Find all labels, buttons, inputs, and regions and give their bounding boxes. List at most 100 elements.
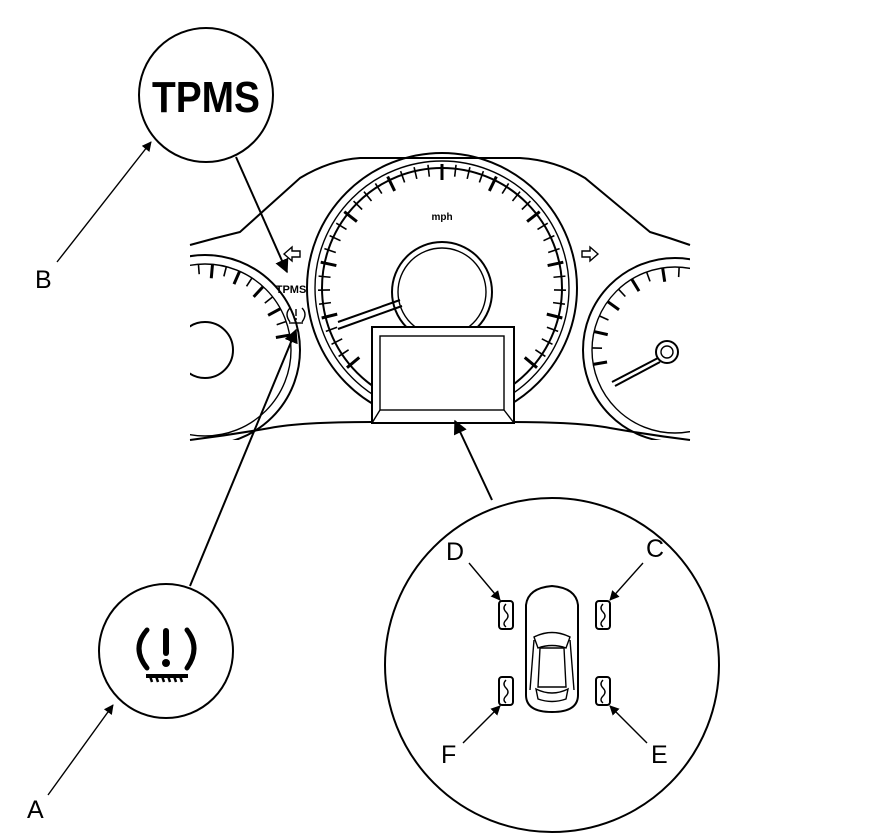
fuel-gauge-tick bbox=[593, 360, 608, 366]
leader-line-e bbox=[609, 705, 648, 744]
leader-line-d bbox=[468, 562, 501, 601]
speedometer-tick bbox=[534, 349, 546, 358]
fuel-gauge-tick bbox=[599, 315, 609, 321]
tire-position-callout: D C F E bbox=[384, 419, 720, 833]
tachometer-tick bbox=[130, 308, 139, 313]
tachometer-tick bbox=[148, 286, 155, 293]
tire-pressure-warning-icon-small bbox=[286, 307, 306, 324]
speedometer-tick bbox=[541, 338, 553, 346]
tpms-indicator-callout: TPMS bbox=[138, 27, 289, 274]
tachometer-tick bbox=[159, 277, 167, 289]
tire-pressure-warning-icon bbox=[136, 627, 197, 683]
multi-information-display bbox=[371, 326, 515, 424]
tachometer-tick bbox=[197, 264, 201, 275]
speedometer-tick bbox=[325, 326, 338, 333]
vehicle-top-view bbox=[525, 584, 579, 714]
speedometer-tick bbox=[413, 166, 418, 180]
speedometer-tick bbox=[399, 170, 406, 183]
speedometer-tick bbox=[335, 222, 347, 231]
tpms-indicator-small: TPMS bbox=[276, 284, 307, 296]
speedometer-tick bbox=[329, 234, 341, 242]
callout-label-b: B bbox=[35, 266, 52, 294]
fuel-gauge-tick bbox=[661, 267, 667, 282]
speedometer-tick bbox=[331, 338, 343, 346]
speedometer-tick bbox=[324, 247, 337, 254]
speed-unit-label: mph bbox=[431, 212, 452, 223]
speedometer-tick bbox=[553, 275, 566, 279]
cluster-hood-outline bbox=[189, 157, 691, 246]
tire-position-callout-circle bbox=[384, 497, 720, 833]
tachometer-tick bbox=[223, 266, 228, 277]
speedometer-tick bbox=[374, 182, 383, 194]
speedometer-needle bbox=[337, 299, 401, 323]
leader-line-a bbox=[47, 704, 114, 796]
leader-line-b bbox=[56, 141, 152, 263]
tire-front-right bbox=[595, 600, 611, 630]
speedometer-tick bbox=[386, 175, 397, 192]
speedometer-tick bbox=[547, 247, 560, 254]
speedometer-tick bbox=[453, 164, 457, 177]
tire-rear-right bbox=[595, 676, 611, 706]
tachometer-tick bbox=[138, 296, 149, 305]
fuel-gauge bbox=[582, 257, 747, 440]
speedometer-tick bbox=[526, 210, 541, 223]
speedometer-tick bbox=[547, 260, 564, 268]
fuel-gauge-tick bbox=[707, 275, 711, 284]
callout-label-c: C bbox=[646, 535, 664, 563]
speedometer-tick bbox=[546, 326, 559, 333]
tire-rear-left bbox=[498, 676, 514, 706]
speedometer-tick bbox=[343, 210, 358, 223]
tachometer-tick bbox=[264, 296, 274, 304]
speedometer-tick bbox=[521, 200, 532, 211]
speedometer-tick bbox=[537, 222, 549, 231]
leader-line-c bbox=[609, 562, 644, 601]
speedometer-tick bbox=[501, 182, 510, 194]
speedometer-tick bbox=[523, 356, 538, 369]
speedometer-tick bbox=[363, 191, 373, 202]
leader-line-f bbox=[462, 705, 501, 744]
speedometer-tick bbox=[427, 164, 431, 177]
tachometer-tick bbox=[275, 333, 290, 339]
speedometer-tick bbox=[511, 191, 521, 202]
tpms-indicator-large: TPMS bbox=[152, 73, 260, 122]
speedometer-tick bbox=[487, 175, 498, 192]
instrument-cluster: mph TPMS bbox=[124, 152, 747, 441]
speedometer-tick bbox=[552, 301, 566, 305]
tachometer-tick bbox=[276, 320, 287, 326]
callout-label-f: F bbox=[441, 741, 456, 769]
tachometer-tick bbox=[209, 264, 214, 279]
tpms-callout-circle bbox=[138, 27, 274, 163]
warning-callout-arrow bbox=[189, 328, 298, 587]
callout-label-d: D bbox=[446, 538, 464, 566]
fuel-gauge-tick bbox=[630, 278, 641, 292]
fuel-gauge-tick bbox=[730, 295, 737, 302]
tachometer-tick bbox=[171, 271, 175, 280]
speedometer-tick bbox=[320, 260, 337, 268]
tachometer-tick bbox=[252, 285, 265, 298]
tachometer-tick bbox=[267, 307, 282, 317]
tachometer-gauge bbox=[124, 254, 301, 440]
tpms-warning-callout bbox=[98, 328, 298, 719]
turn-signal-left-icon bbox=[282, 245, 301, 263]
fuel-gauge-tick bbox=[692, 270, 695, 284]
fuel-gauge-tick bbox=[735, 309, 747, 316]
fuel-gauge-tick bbox=[606, 300, 620, 311]
speedometer-tick bbox=[318, 275, 331, 279]
tpms-callout-arrow bbox=[235, 156, 289, 274]
speedometer-tick bbox=[338, 349, 350, 358]
speedometer-tick bbox=[546, 312, 563, 320]
tachometer-tick bbox=[245, 277, 253, 287]
speedometer-tick bbox=[466, 166, 471, 180]
display-callout-arrow bbox=[454, 419, 493, 501]
speedometer-tick bbox=[321, 312, 338, 320]
speedometer-tick bbox=[352, 200, 363, 211]
tire-front-left bbox=[498, 600, 514, 630]
tachometer-tick bbox=[185, 266, 188, 280]
tachometer-tick bbox=[124, 321, 137, 326]
fuel-gauge-tick bbox=[645, 271, 651, 282]
fuel-gauge-tick bbox=[617, 288, 626, 298]
callout-label-a: A bbox=[27, 796, 44, 824]
speedometer-tick bbox=[318, 301, 332, 305]
